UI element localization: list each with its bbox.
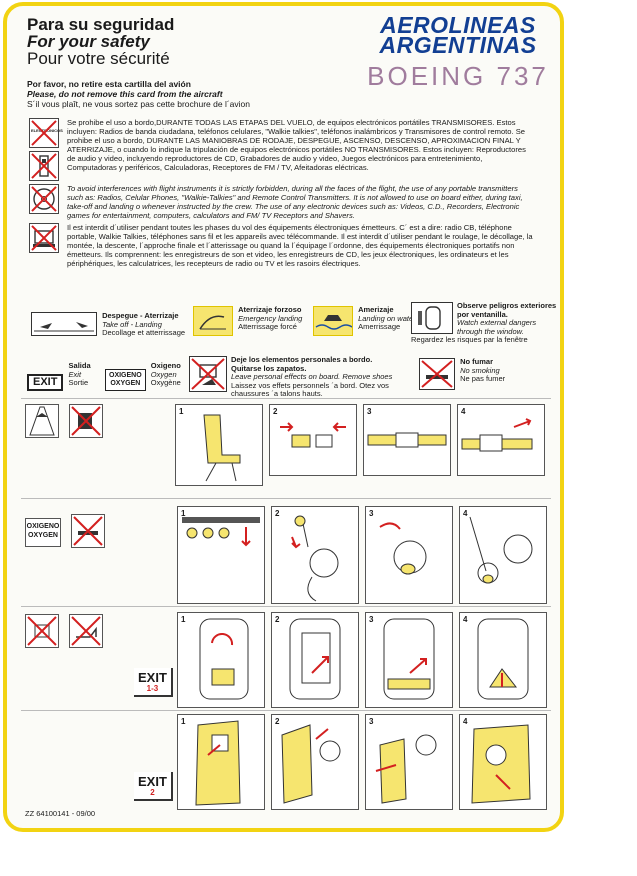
no-electronics-icon: ELECTRONICOS bbox=[29, 118, 63, 148]
legend-personal-items: Deje los elementos personales a bordo. Q… bbox=[189, 355, 399, 399]
no-phone-icon bbox=[29, 151, 59, 181]
divider bbox=[21, 498, 551, 499]
electronics-icons-a: ELECTRONICOS bbox=[29, 118, 63, 181]
legend-emergency-landing: Aterrizaje forzoso Emergency landing Att… bbox=[193, 305, 302, 336]
window-step-4: 4 bbox=[459, 714, 547, 810]
legend-oxygen: OXIGENO OXYGEN Oxigeno Oxygen Oxygène bbox=[105, 361, 181, 391]
legend-window-danger: Observe peligros exteriores por ventanil… bbox=[411, 301, 557, 344]
title-french: Pour votre sécurité bbox=[27, 49, 170, 68]
seatbelt-step-4: 4 bbox=[457, 404, 545, 476]
window-icon bbox=[411, 302, 453, 334]
seatbelt-step-1: 1 bbox=[175, 404, 263, 486]
no-luggage-exit-icon bbox=[25, 614, 59, 648]
oxygen-step-1: 1 bbox=[177, 506, 265, 604]
aircraft-model: BOEING 737 bbox=[367, 61, 549, 91]
slide-inflate-icon bbox=[383, 618, 435, 700]
door-step-2: 2 bbox=[271, 612, 359, 708]
no-cd-icon bbox=[29, 184, 59, 214]
seat-icon bbox=[203, 414, 241, 482]
no-high-heels-icon bbox=[69, 614, 103, 648]
exit-sign-icon: EXIT bbox=[27, 374, 64, 391]
oxygen-step-2: 2 bbox=[271, 506, 359, 604]
airline-name-line2: ARGENTINAS bbox=[379, 32, 537, 58]
door-step-1: 1 bbox=[177, 612, 265, 708]
oxygen-step-3: 3 bbox=[365, 506, 453, 604]
electronics-row-french: Il est interdit d´utiliser pendant toute… bbox=[29, 223, 534, 268]
brace-position-icon bbox=[193, 306, 233, 336]
buckle-release-icon bbox=[461, 418, 533, 452]
no-luggage-icon bbox=[189, 356, 227, 392]
window-discard-icon bbox=[375, 734, 437, 804]
pull-mask-icon bbox=[291, 515, 339, 602]
airline-name-line1: AEROLINEAS bbox=[380, 12, 536, 38]
electronics-row-spanish: ELECTRONICOS Se prohibe el uso a bordo,D… bbox=[29, 118, 534, 181]
no-smoking-oxygen-icon bbox=[71, 514, 105, 548]
door-step-4: 4 bbox=[459, 612, 547, 708]
legend-water-landing: Amerizaje Landing on water Amerrissage bbox=[313, 305, 416, 336]
divider bbox=[21, 606, 551, 607]
window-exit-sign: EXIT 2 bbox=[134, 772, 173, 801]
slide-ready-icon bbox=[477, 618, 529, 700]
door-exit-sign: EXIT 1-3 bbox=[134, 668, 173, 697]
climb-out-icon bbox=[471, 724, 531, 804]
help-child-icon bbox=[469, 516, 533, 584]
door-handle-icon bbox=[199, 618, 249, 700]
no-moving-icon bbox=[69, 404, 103, 438]
legend-takeoff: Despegue - Aterrizaje Take off - Landing… bbox=[31, 311, 185, 338]
door-step-3: 3 bbox=[365, 612, 453, 708]
safety-card: Para su seguridad For your safety Pour v… bbox=[3, 2, 564, 832]
window-step-1: 1 bbox=[177, 714, 265, 810]
window-step-2: 2 bbox=[271, 714, 359, 810]
oxygen-section-tag: OXIGENO OXYGEN bbox=[25, 518, 61, 547]
divider bbox=[21, 710, 551, 711]
oxygen-sign-icon: OXIGENO OXYGEN bbox=[105, 369, 146, 391]
title-english: For your safety bbox=[27, 32, 150, 51]
buckle-insert-icon bbox=[280, 422, 346, 448]
electronics-rules: ELECTRONICOS Se prohibe el uso a bordo,D… bbox=[29, 118, 534, 271]
electronics-text-french: Il est interdit d´utiliser pendant toute… bbox=[67, 223, 533, 268]
legend-no-smoking: No fumar No smoking Ne pas fumer bbox=[419, 357, 505, 390]
electronics-text-spanish: Se prohibe el uso a bordo,DURANTE TODAS … bbox=[67, 118, 526, 172]
window-step-3: 3 bbox=[365, 714, 453, 810]
seatbelt-step-3: 3 bbox=[363, 404, 451, 476]
electronics-text-english: To avoid interferences with flight instr… bbox=[67, 184, 523, 220]
notice-spanish: Por favor, no retire esta cartilla del a… bbox=[27, 79, 191, 89]
door-push-icon bbox=[289, 618, 341, 700]
electronics-row-english: To avoid interferences with flight instr… bbox=[29, 184, 534, 220]
notice-french: S´il vous plaît, ne vous sortez pas cett… bbox=[27, 99, 251, 109]
mask-drop-icon bbox=[182, 517, 260, 547]
title-spanish: Para su seguridad bbox=[27, 15, 175, 34]
do-not-remove-notice: Por favor, no retire esta cartilla del a… bbox=[27, 79, 250, 109]
window-handle-icon bbox=[195, 720, 241, 806]
window-remove-icon bbox=[281, 724, 341, 804]
legend-exit: EXIT Salida Exit Sortie bbox=[27, 361, 91, 391]
buckle-fastened-icon bbox=[367, 432, 447, 448]
no-computer-icon bbox=[29, 223, 59, 253]
card-code: ZZ 64100141 - 09/00 bbox=[25, 809, 96, 818]
wear-mask-icon bbox=[379, 522, 427, 575]
divider bbox=[21, 398, 551, 399]
airline-brand: AEROLINEAS ARGENTINAS BOEING 737 bbox=[359, 12, 557, 92]
life-vest-icon bbox=[313, 306, 353, 336]
title-block: Para su seguridad For your safety Pour v… bbox=[27, 16, 357, 67]
oxygen-step-4: 4 bbox=[459, 506, 547, 604]
no-smoking-icon bbox=[419, 358, 455, 390]
runway-icon bbox=[25, 404, 59, 438]
takeoff-landing-icon bbox=[31, 312, 97, 336]
seatbelt-step-2: 2 bbox=[269, 404, 357, 476]
notice-english: Please, do not remove this card from the… bbox=[27, 89, 223, 99]
